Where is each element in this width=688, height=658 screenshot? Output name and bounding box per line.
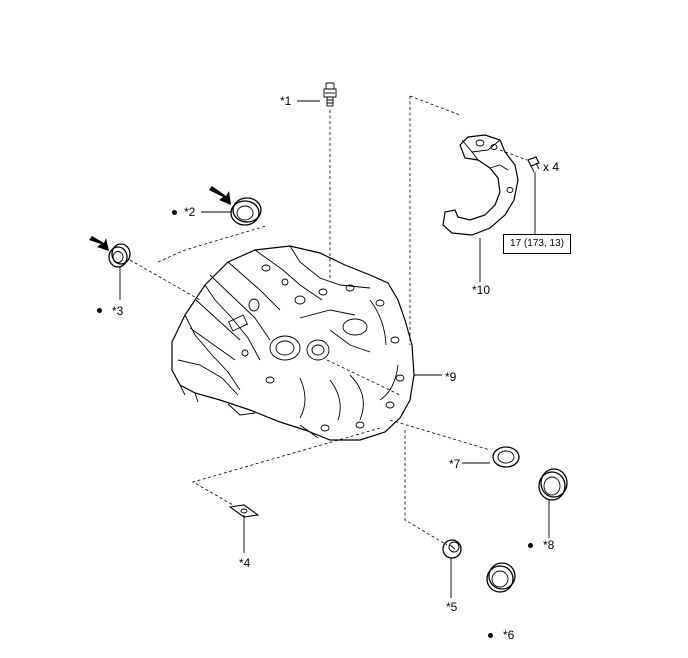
arrow-icon xyxy=(209,186,231,205)
bullet-icon xyxy=(528,543,533,548)
assembly-guide-lines xyxy=(129,95,528,546)
oil-seal-6 xyxy=(486,562,516,593)
magnet-plate xyxy=(228,504,260,518)
bullet-icon xyxy=(97,308,102,313)
oil-seal-7 xyxy=(492,446,520,468)
oil-seal-8 xyxy=(538,468,568,501)
transaxle-case xyxy=(171,245,415,441)
case-bracket xyxy=(442,134,519,236)
leader-lines xyxy=(119,100,550,598)
drain-plug xyxy=(442,539,462,559)
bolt xyxy=(527,156,540,173)
part-label-10: *10 xyxy=(472,283,491,297)
breather-plug xyxy=(323,82,337,107)
part-label-2: *2 xyxy=(184,205,196,219)
bolt-quantity: x 4 xyxy=(543,160,560,174)
oil-seal-3 xyxy=(108,243,131,268)
part-label-1: *1 xyxy=(280,94,292,108)
part-label-9: *9 xyxy=(445,370,457,384)
part-label-3: *3 xyxy=(112,304,124,318)
torque-spec-box: 17 (173, 13) xyxy=(503,234,571,254)
arrow-icon xyxy=(89,236,109,251)
part-label-8: *8 xyxy=(543,538,555,552)
part-label-5: *5 xyxy=(446,600,458,614)
oil-seal-2 xyxy=(230,197,262,226)
part-label-4: *4 xyxy=(239,556,251,570)
part-label-7: *7 xyxy=(449,457,461,471)
bullet-icon xyxy=(172,210,177,215)
bullet-icon xyxy=(488,633,493,638)
part-label-6: *6 xyxy=(503,628,515,642)
